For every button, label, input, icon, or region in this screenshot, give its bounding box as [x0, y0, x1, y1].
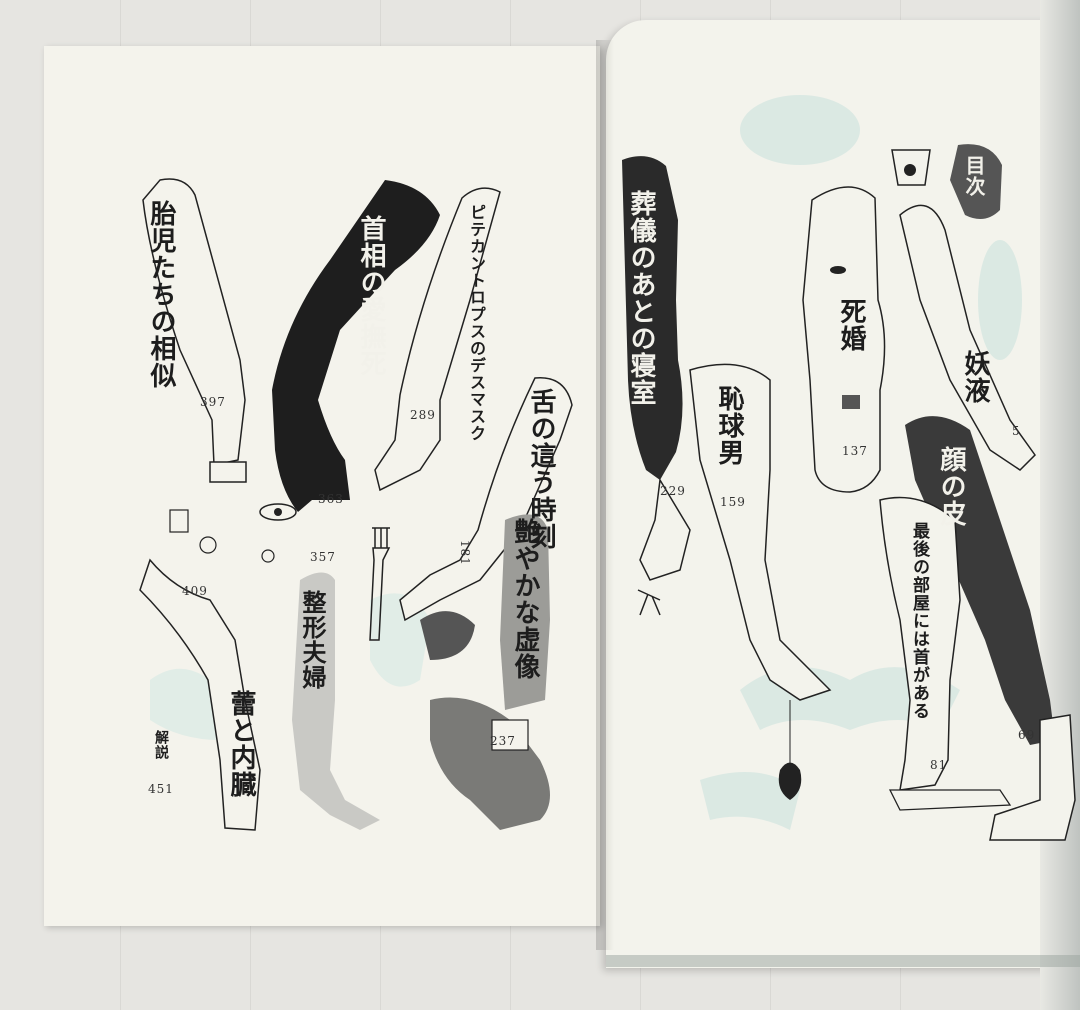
toc-entry-page: 451	[148, 782, 174, 796]
toc-heading: 目次	[962, 155, 986, 197]
arm-outline-1	[142, 178, 246, 466]
arm-dark-3	[905, 416, 1055, 745]
toc-entry-page: 397	[200, 395, 226, 409]
toc-entry-title[interactable]: 恥球男	[714, 385, 744, 466]
toc-entry-page: 289	[410, 408, 436, 422]
toc-entry-title[interactable]: 艶やかな虚像	[510, 518, 540, 680]
toc-entry-page: 69	[1018, 728, 1036, 742]
toc-entry-page: 5	[1012, 424, 1021, 438]
toc-entry-page: 159	[720, 495, 746, 509]
toc-entry-title[interactable]: 解説	[153, 730, 169, 760]
hand-gray-icon	[430, 697, 550, 830]
held-head-icon	[420, 611, 475, 660]
arm-dark-1	[272, 180, 440, 512]
book-spine-shadow	[596, 40, 614, 950]
toc-entry-title[interactable]: 妖液	[960, 350, 990, 404]
toc-entry-page: 137	[842, 444, 868, 458]
toc-entry-page: 81	[930, 758, 948, 772]
toc-entry-title[interactable]: 舌の這う時刻	[526, 388, 556, 550]
arm-outline-2	[374, 187, 501, 492]
wine-glass-icon	[891, 149, 931, 186]
arm-gray-1	[500, 514, 550, 710]
arm-dark-2	[622, 156, 683, 480]
arm-outline-5	[689, 363, 832, 701]
arm-outline-3	[399, 377, 573, 622]
arm-outline-4	[139, 558, 261, 831]
toc-entry-title[interactable]: ピテカントロプスのデスマスク	[467, 204, 486, 442]
toc-entry-page: 229	[660, 484, 686, 498]
toc-entry-title[interactable]: 整形夫婦	[298, 590, 326, 690]
toc-entry-page: 409	[182, 584, 208, 598]
toc-entry-title[interactable]: 首相の愛撫死	[356, 215, 386, 377]
spider-icon	[778, 762, 802, 800]
heading-blob	[950, 144, 1002, 219]
fork-icon	[369, 527, 391, 641]
arm-outline-6	[899, 204, 1036, 471]
toc-entry-title[interactable]: 葬儀のあとの寝室	[626, 190, 656, 406]
page-edge	[1040, 0, 1080, 1010]
arm-gray-2	[292, 572, 380, 830]
eye-icon	[259, 503, 297, 521]
book-cover-edge	[606, 955, 1080, 967]
toc-entry-title[interactable]: 死婚	[836, 298, 866, 352]
toc-entry-title[interactable]: 最後の部屋には首がある	[909, 522, 929, 720]
leg-outline	[802, 186, 886, 493]
toc-entry-title[interactable]: 胎児たちの相似	[146, 200, 176, 389]
pistol-icon	[989, 714, 1076, 841]
toc-entry-page: 363	[318, 492, 344, 506]
toc-entry-page: 181	[458, 540, 472, 566]
toc-entry-page: 237	[490, 734, 516, 748]
toc-entry-title[interactable]: 蕾と内臓	[226, 690, 256, 798]
scorpion-icon	[637, 589, 661, 616]
toc-entry-page: 357	[310, 550, 336, 564]
toc-entry-title[interactable]: 顔の皮	[936, 446, 966, 527]
razor-blade-icon	[209, 461, 247, 483]
